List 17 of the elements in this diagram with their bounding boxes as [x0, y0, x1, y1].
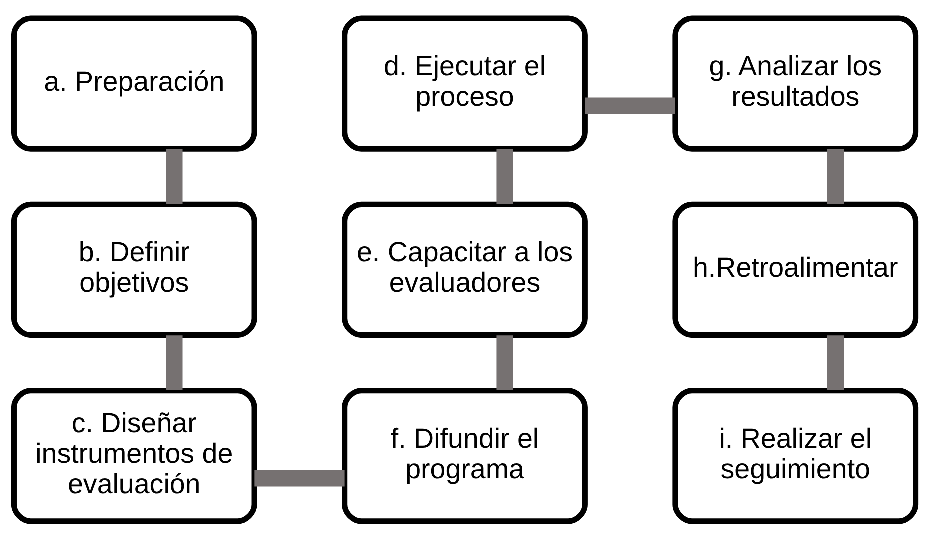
connector [496, 150, 514, 204]
node-box: d. Ejecutar el proceso [342, 16, 588, 152]
node-box: g. Analizar los resultados [672, 16, 919, 152]
node-box: c. Diseñar instrumentos de evaluación [11, 388, 258, 524]
connector [585, 98, 676, 114]
node-box: i. Realizar el seguimiento [672, 388, 919, 524]
connector [827, 149, 844, 204]
connector [254, 470, 345, 487]
node-box: a. Preparación [11, 16, 258, 152]
node-box: h.Retroalimentar [672, 202, 919, 338]
connector [827, 336, 844, 390]
node-box: e. Capacitar a los evaluadores [342, 202, 588, 338]
connector [166, 149, 183, 204]
node-box: b. Definir objetivos [11, 202, 258, 338]
connector [496, 336, 514, 391]
node-box: f. Difundir el programa [342, 388, 588, 524]
connector [166, 336, 183, 390]
